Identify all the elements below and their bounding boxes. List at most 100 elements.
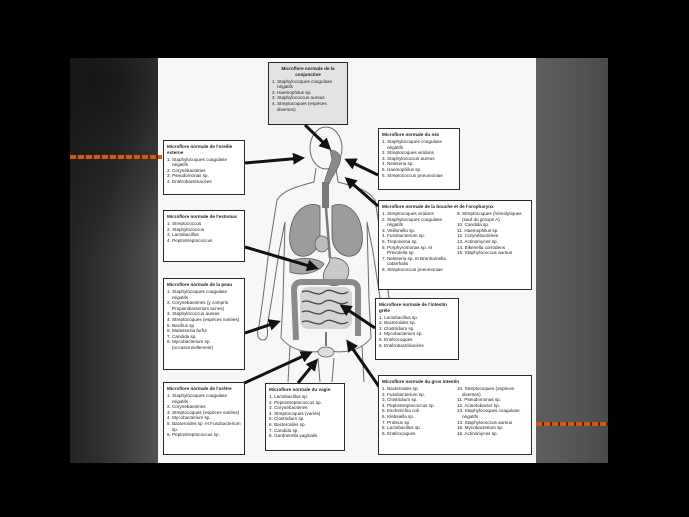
arrow-nez xyxy=(344,158,379,177)
list-item: 3. Staphylococcus aureus xyxy=(167,311,220,317)
list-item: 11. Pseudomonas sp. xyxy=(457,397,502,403)
list-item: 1. Staphylocoques coagulase négatifs xyxy=(167,289,228,300)
arrow-conjonctive xyxy=(303,123,332,151)
box-oreille-externe: Microflore normale de l'oreille externe … xyxy=(163,140,245,195)
list-item: 1. Staphylocoques coagulase négatifs xyxy=(272,78,333,90)
small-intestine xyxy=(301,289,349,325)
box-title: Microflore normale du nez xyxy=(382,132,440,137)
arrow-vagin xyxy=(296,358,318,384)
box-conjonctive: Microflore normale de la conjonctive 1. … xyxy=(268,62,348,125)
item-list: 1. Lactobacillus sp.2. Peptostreptococcu… xyxy=(269,394,341,439)
list-item: 8. Lactobacillus sp. xyxy=(382,425,422,431)
list-item: 6. Klebsiella sp. xyxy=(382,414,415,420)
list-item: 2. Peptostreptococcus sp. xyxy=(269,399,322,405)
small-intestine-area xyxy=(300,287,352,329)
right-gray-panel xyxy=(536,58,608,463)
box-title: Microflore normale du vagin xyxy=(269,387,331,392)
box-gros-intestin: Microflore normale du gros intestin 1. B… xyxy=(378,375,532,455)
list-item: 7. Candida sp. xyxy=(269,427,299,433)
list-item: 13. Staphylocoques coagulase négatifs xyxy=(457,408,520,420)
list-item: 5. Haemophilus sp. xyxy=(382,167,422,173)
list-item: 5. Treponema sp. xyxy=(382,239,418,245)
list-item: 1. Lactobacillus sp. xyxy=(379,314,419,320)
list-item: 6. Entérobactériacées xyxy=(379,342,424,348)
heart xyxy=(314,235,330,253)
list-item: 10. Candida sp. xyxy=(457,222,490,228)
list-item: 14. Eikenella corrodens xyxy=(457,244,506,250)
box-title: Microflore normale du gros intestin xyxy=(382,379,460,384)
arrow-peau xyxy=(244,319,281,335)
intestine-loop xyxy=(301,299,349,305)
arrow-uretre xyxy=(239,351,313,387)
box-title: Microflore normale de l'intestin grêle xyxy=(379,302,447,313)
list-item: 7. Candida sp. xyxy=(167,333,197,339)
list-item: 1. Streptococcus xyxy=(167,221,202,227)
list-item: 7. Neisseria sp. et Branhamella catarrha… xyxy=(382,255,446,267)
box-title: Microflore normale de l'urètre xyxy=(167,386,232,391)
list-item: 14. Staphylococcus aureus xyxy=(457,419,513,425)
list-item: 9. Streptocoques (hémolytiques (sauf du … xyxy=(457,211,522,222)
box-intestin-grele: Microflore normale de l'intestin grêle 1… xyxy=(375,298,459,360)
box-title: Microflore normale de l'oreille externe xyxy=(167,144,233,155)
list-item: 11. Haemophilus sp. xyxy=(457,227,499,233)
list-item: 5. Bacillus sp. xyxy=(167,322,196,328)
head-outline xyxy=(309,126,343,170)
list-item: 4. Peptostreptococcus sp. xyxy=(382,402,435,408)
list-item: 2. Fusobacterium sp. xyxy=(382,391,425,397)
list-item: 5. Clostridium sp. xyxy=(269,416,305,422)
arrow-estomac xyxy=(244,245,319,272)
item-list: 1. Lactobacillus sp.2. Bacteroides sp.3.… xyxy=(379,315,455,349)
accent-line-left xyxy=(70,155,162,159)
list-item: 1. Streptocoques viridans xyxy=(382,211,434,217)
list-item: 13. Actinomyces sp. xyxy=(457,239,498,245)
list-item: 1. Bacteroides sp. xyxy=(382,386,419,392)
intestine-loop xyxy=(301,289,349,295)
list-item: 9. Entérocoques xyxy=(382,430,416,436)
item-list-right: 9. Streptocoques (hémolytiques (sauf du … xyxy=(457,211,528,273)
list-item: 3. Staphylococcus aureus xyxy=(272,95,325,101)
list-item: 3. Streptocoques (espèces variées) xyxy=(167,409,240,415)
list-item: 10. Streptocoques (espèces diverses) xyxy=(457,386,515,397)
list-item: 1. Staphylocoques coagulase négatifs xyxy=(167,393,228,404)
list-item: 7. Proteus sp. xyxy=(382,419,411,425)
list-item: 3. Staphylococcus aureus xyxy=(382,155,435,161)
list-item: 2. Haemophilus sp. xyxy=(272,89,312,95)
list-item: 2. Corynébactéries xyxy=(167,167,206,173)
list-item: 4. Mycobacterium sp. xyxy=(379,331,423,337)
box-bouche-oropharynx: Microflore normale de la bouche et de l'… xyxy=(378,200,532,290)
list-item: 3. Veillonella sp. xyxy=(382,227,416,233)
intestine-loop xyxy=(301,319,349,325)
left-lung xyxy=(289,204,321,257)
arrow-intestin-grele xyxy=(339,304,376,330)
list-item: 4. Entérobactériacées xyxy=(167,179,212,185)
list-item: 1. Lactobacillus sp. xyxy=(269,394,309,400)
list-item: 4. Neisseria sp. xyxy=(382,161,414,167)
arrow-bouche xyxy=(344,177,379,208)
list-item: 3. Clostridium sp. xyxy=(382,397,418,403)
list-item: 4. Mycobacterium sp. xyxy=(167,415,211,421)
box-title: Microflore normale de la peau xyxy=(167,282,233,287)
list-item: 4. Fusobacterium sp. xyxy=(382,233,425,239)
list-item: 4. Streptocoques (espèces diverses) xyxy=(272,101,327,112)
list-item: 3. Lactobacillus xyxy=(167,232,199,238)
accent-line-right xyxy=(536,422,608,426)
box-title: Microflore normale de l'estomac xyxy=(167,214,238,219)
list-item: 6. Bacteroides sp. xyxy=(269,422,306,428)
list-item: 8. Streptococcus pneumoniae xyxy=(382,267,443,273)
item-columns: 1. Bacteroides sp.2. Fusobacterium sp.3.… xyxy=(382,386,528,436)
arrow-gros-intestin xyxy=(346,339,382,389)
list-item: 2. Streptocoques viridans xyxy=(382,150,434,156)
list-item: 8. Gardnerella vaginalis xyxy=(269,433,318,439)
list-item: 1. Staphylocoques coagulase négatifs xyxy=(382,139,443,150)
list-item: 2. Staphylococcus xyxy=(167,226,205,232)
box-title: Microflore normale de la conjonctive xyxy=(281,66,335,77)
box-title: Microflore normale de la bouche et de l'… xyxy=(382,204,494,209)
pharynx xyxy=(323,149,341,185)
list-item: 6. Malassezia furfur xyxy=(167,328,208,334)
